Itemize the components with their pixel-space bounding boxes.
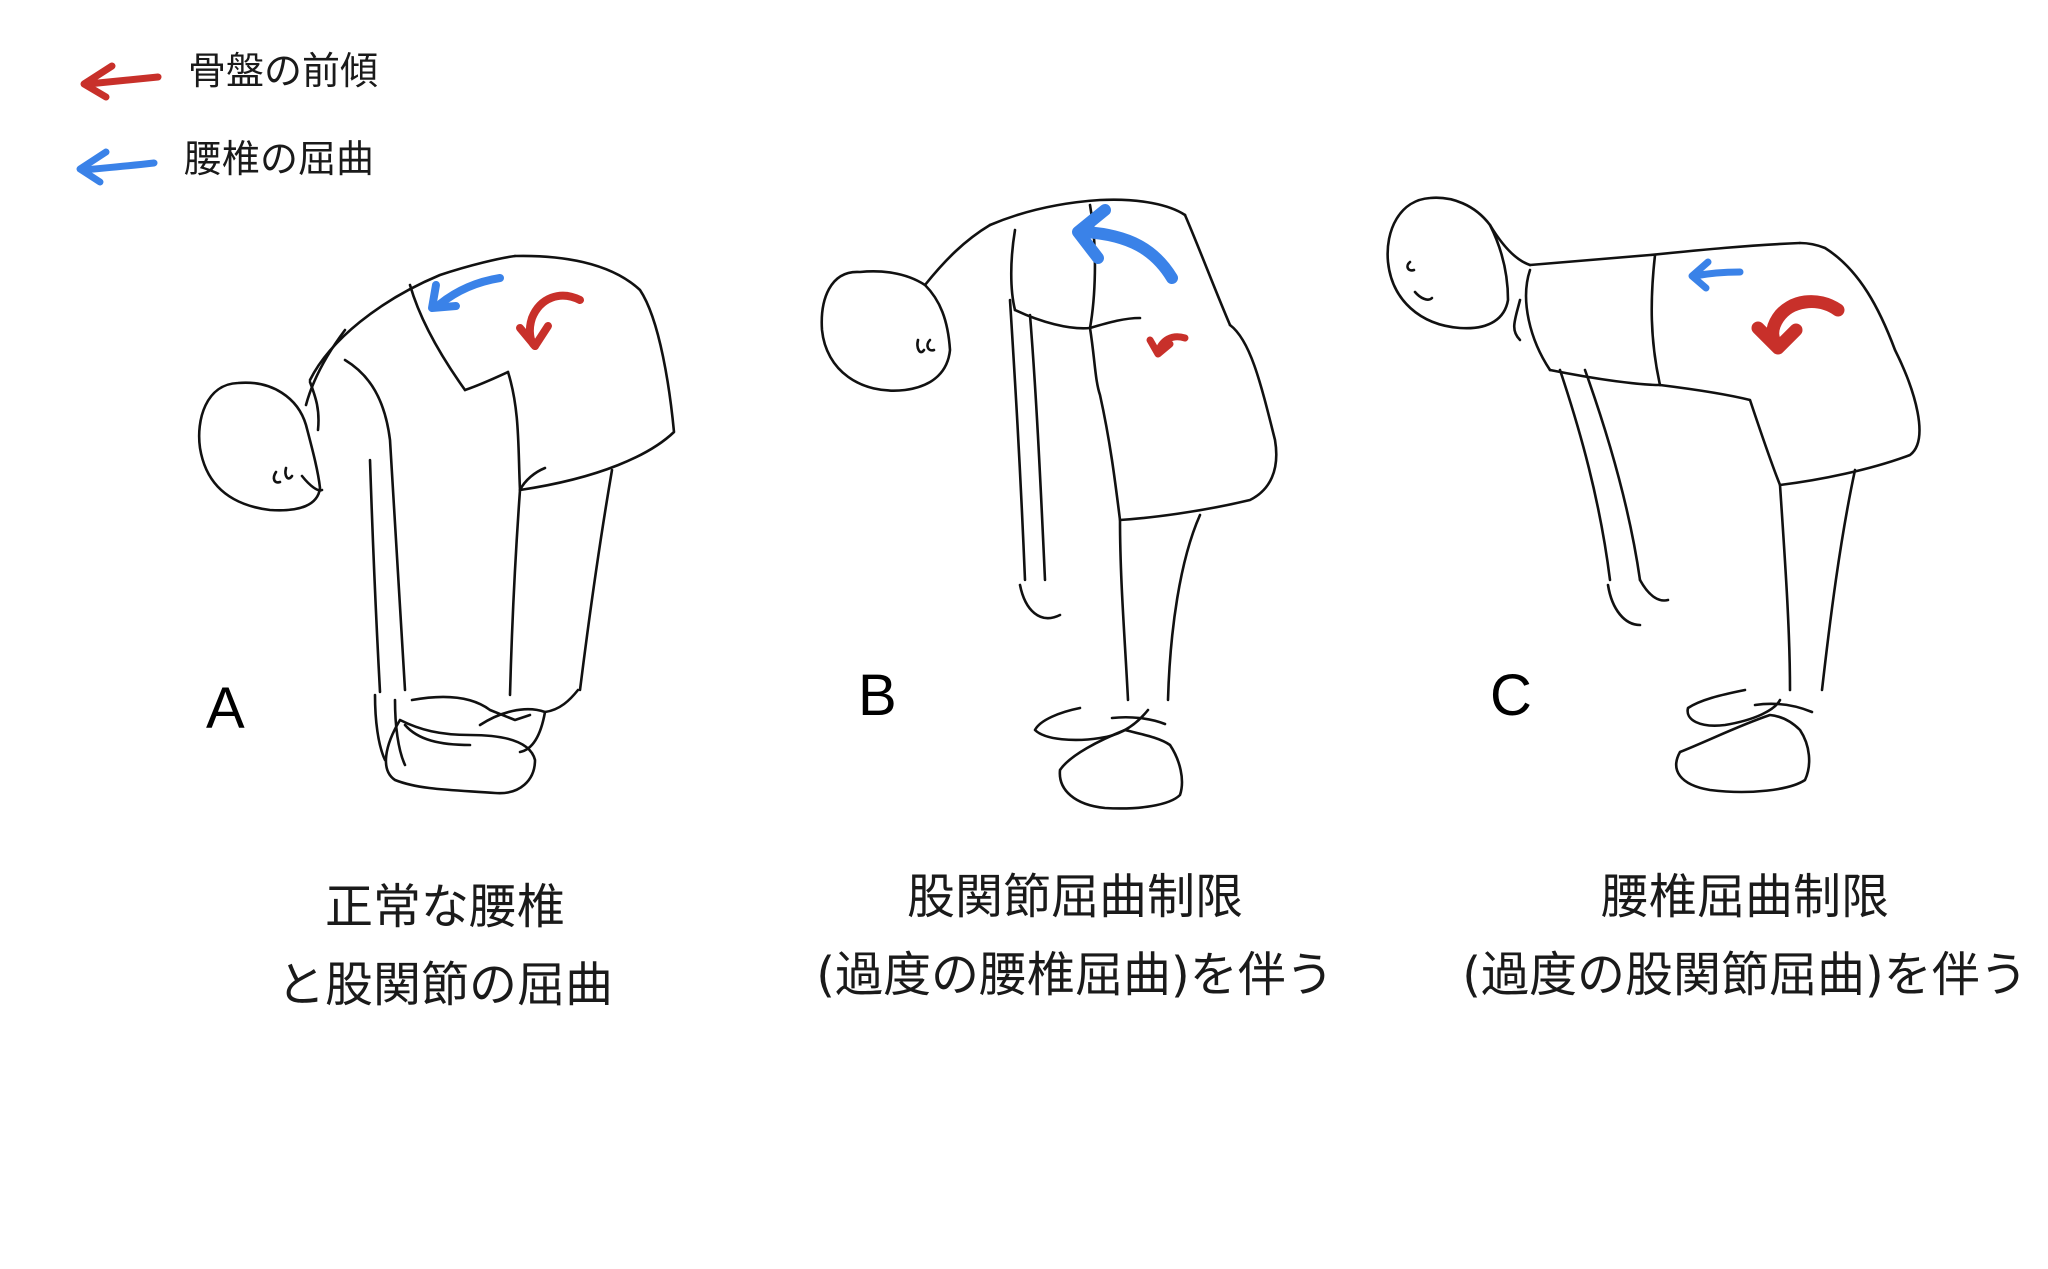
legend-blue-arrow-icon	[76, 148, 158, 186]
caption-b-line1: 股関節屈曲制限	[906, 869, 1243, 925]
panel-letter-b: B	[858, 663, 897, 728]
caption-a-line2: と股関節の屈曲	[276, 957, 613, 1013]
figure-b-pelvis-arrow	[1146, 333, 1189, 358]
legend-label-pelvis: 骨盤の前傾	[188, 49, 379, 93]
legend-red-arrow-icon	[80, 62, 162, 101]
figure-c-lumbar-arrow	[1688, 258, 1744, 292]
figure-c-pelvis-arrow	[1751, 295, 1845, 355]
caption-c: 腰椎屈曲制限 (過度の股関節屈曲)を伴う	[1450, 858, 2040, 1014]
panel-letter-c: C	[1490, 663, 1532, 728]
panel-letter-a: A	[206, 676, 245, 741]
figure-a-lumbar-arrow	[428, 274, 504, 312]
legend-label-lumbar: 腰椎の屈曲	[184, 137, 375, 181]
caption-c-line2: (過度の股関節屈曲)を伴う	[1462, 947, 2028, 1003]
figure-a-drawing	[197, 254, 676, 795]
figure-b-drawing	[820, 198, 1278, 810]
figure-c-drawing	[1386, 196, 1921, 794]
caption-a-line1: 正常な腰椎	[324, 879, 565, 935]
caption-c-line1: 腰椎屈曲制限	[1600, 869, 1889, 925]
caption-b-line2: (過度の腰椎屈曲)を伴う	[816, 947, 1334, 1003]
caption-a: 正常な腰椎 と股関節の屈曲	[230, 868, 660, 1024]
figure-a-pelvis-arrow	[516, 291, 584, 350]
caption-b: 股関節屈曲制限 (過度の腰椎屈曲)を伴う	[790, 858, 1360, 1014]
figure-b-lumbar-arrow	[1072, 204, 1178, 284]
